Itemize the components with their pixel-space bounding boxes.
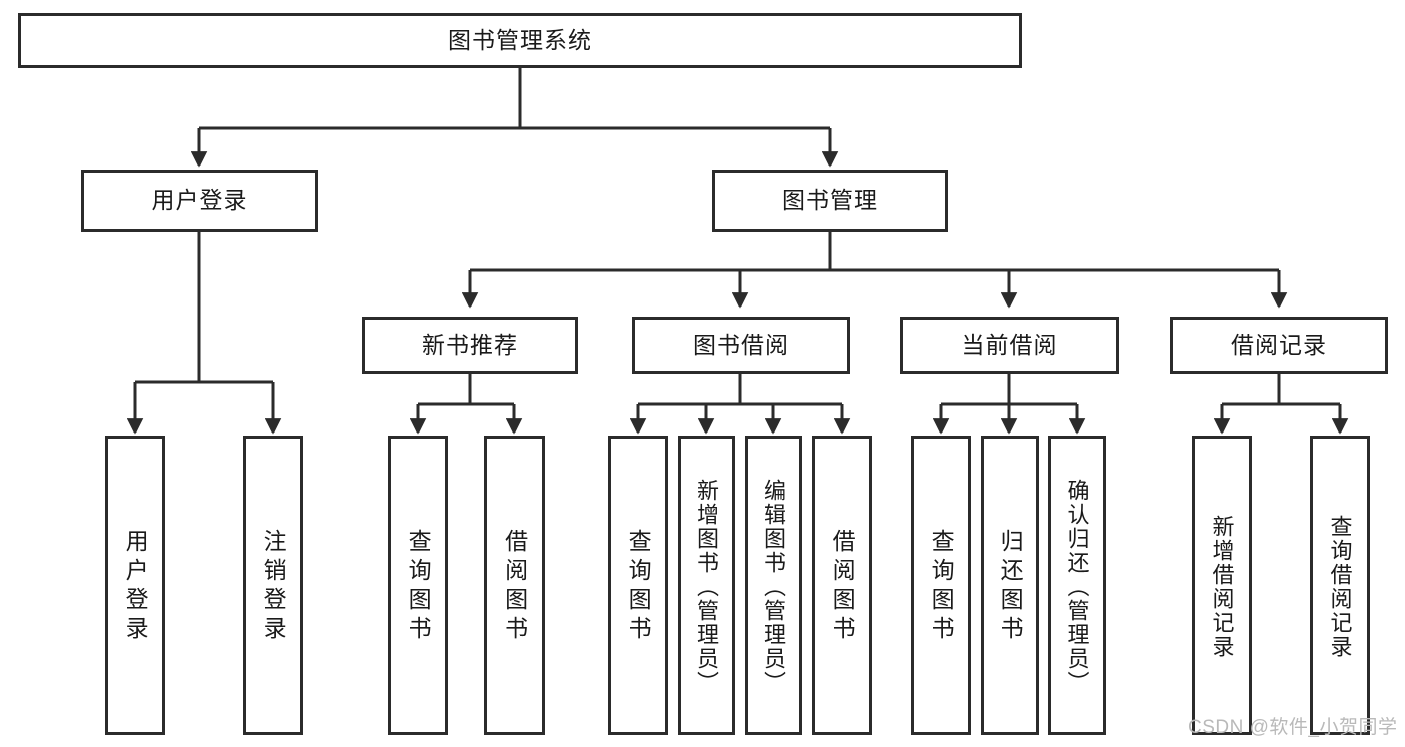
leaf-add-borrow-record-label: 新增借阅记录 <box>1209 514 1235 659</box>
leaf-query-book-1-label: 查询图书 <box>405 528 432 645</box>
leaf-query-book-2[interactable]: 查询图书 <box>608 436 668 735</box>
node-book-borrow[interactable]: 图书借阅 <box>632 317 850 374</box>
leaf-query-book-3-label: 查询图书 <box>928 528 955 645</box>
leaf-logout-login-label: 注销登录 <box>260 528 287 645</box>
leaf-return-book[interactable]: 归还图书 <box>981 436 1039 735</box>
node-root-label: 图书管理系统 <box>448 26 592 53</box>
leaf-query-book-1[interactable]: 查询图书 <box>388 436 448 735</box>
leaf-user-login-label: 用户登录 <box>122 528 149 645</box>
leaf-add-book-admin-label: 新增图书（管理员） <box>694 478 720 695</box>
csdn-watermark: CSDN @软件_小贺同学 <box>1188 717 1398 738</box>
leaf-query-borrow-record[interactable]: 查询借阅记录 <box>1310 436 1370 735</box>
node-new-book-recommend-label: 新书推荐 <box>422 331 518 358</box>
node-book-manage-label: 图书管理 <box>782 187 878 214</box>
node-borrow-record[interactable]: 借阅记录 <box>1170 317 1388 374</box>
leaf-logout-login[interactable]: 注销登录 <box>243 436 303 735</box>
leaf-confirm-return-admin[interactable]: 确认归还（管理员） <box>1048 436 1106 735</box>
leaf-add-book-admin[interactable]: 新增图书（管理员） <box>678 436 735 735</box>
leaf-borrow-book-1-label: 借阅图书 <box>501 528 528 645</box>
leaf-edit-book-admin-label: 编辑图书（管理员） <box>761 478 787 695</box>
leaf-query-book-2-label: 查询图书 <box>625 528 652 645</box>
leaf-confirm-return-admin-label: 确认归还（管理员） <box>1064 478 1090 695</box>
node-user-login-label: 用户登录 <box>151 187 248 214</box>
leaf-borrow-book-2-label: 借阅图书 <box>829 528 856 645</box>
leaf-query-borrow-record-label: 查询借阅记录 <box>1327 514 1353 659</box>
node-user-login[interactable]: 用户登录 <box>81 170 318 232</box>
leaf-borrow-book-2[interactable]: 借阅图书 <box>812 436 872 735</box>
node-current-borrow-label: 当前借阅 <box>961 331 1058 358</box>
leaf-return-book-label: 归还图书 <box>997 528 1024 645</box>
node-book-borrow-label: 图书借阅 <box>693 331 789 358</box>
leaf-borrow-book-1[interactable]: 借阅图书 <box>484 436 545 735</box>
node-new-book-recommend[interactable]: 新书推荐 <box>362 317 578 374</box>
node-root[interactable]: 图书管理系统 <box>18 13 1022 68</box>
leaf-edit-book-admin[interactable]: 编辑图书（管理员） <box>745 436 802 735</box>
leaf-user-login[interactable]: 用户登录 <box>105 436 165 735</box>
leaf-query-book-3[interactable]: 查询图书 <box>911 436 971 735</box>
node-borrow-record-label: 借阅记录 <box>1231 331 1327 358</box>
node-current-borrow[interactable]: 当前借阅 <box>900 317 1119 374</box>
leaf-add-borrow-record[interactable]: 新增借阅记录 <box>1192 436 1252 735</box>
node-book-manage[interactable]: 图书管理 <box>712 170 948 232</box>
